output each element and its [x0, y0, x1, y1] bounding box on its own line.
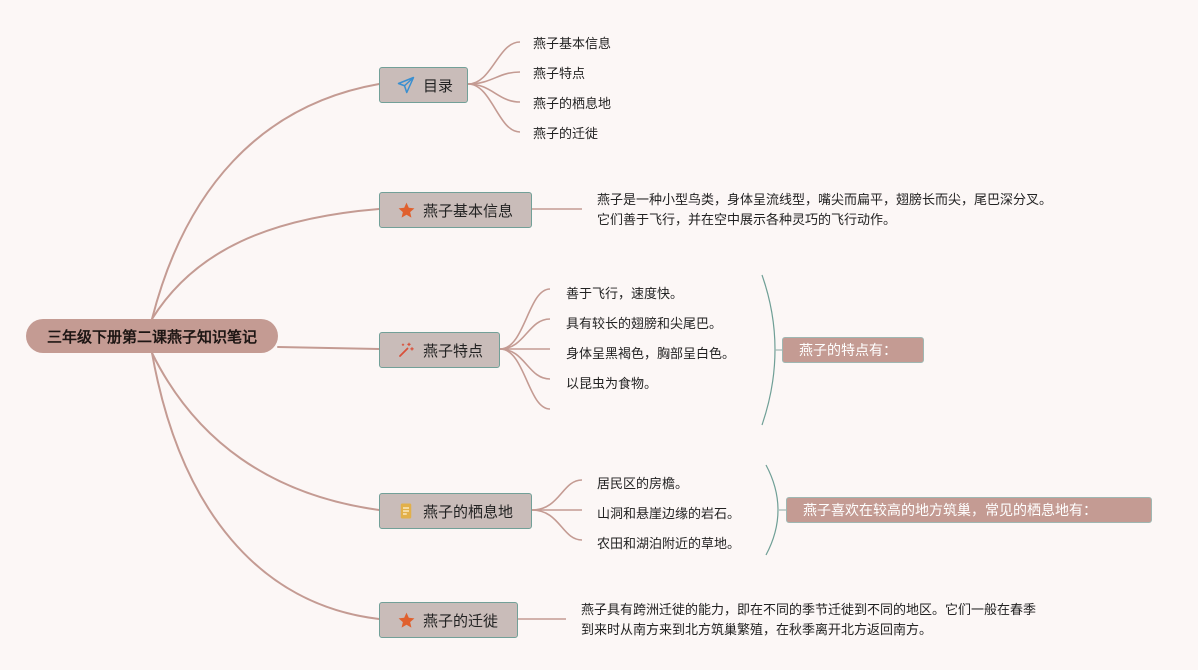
link-hab-1 [531, 479, 583, 511]
link-root-features [277, 346, 380, 350]
link-root-habitat [151, 352, 380, 511]
toc-item-basic[interactable]: 燕子基本信息 [533, 37, 612, 52]
feature-item-wings[interactable]: 具有较长的翅膀和尖尾巴。 [566, 317, 723, 332]
paper-plane-icon [396, 75, 416, 95]
feature-item-food[interactable]: 以昆虫为食物。 [566, 377, 658, 392]
feature-item-color[interactable]: 身体呈黑褐色，胸部呈白色。 [566, 347, 736, 362]
branch-features-label: 燕子特点 [423, 341, 484, 360]
habitat-item-grassland[interactable]: 农田和湖泊附近的草地。 [597, 537, 741, 552]
star-icon [396, 610, 416, 630]
features-bracket [761, 274, 776, 426]
branch-features[interactable]: 燕子特点 [379, 332, 500, 368]
document-icon [396, 501, 416, 521]
migration-line-2: 到来时从南方来到北方筑巢繁殖，在秋季离开北方返回南方。 [581, 623, 933, 638]
star-icon [396, 200, 416, 220]
link-feat-5 [499, 348, 551, 410]
branch-habitat[interactable]: 燕子的栖息地 [379, 493, 532, 529]
link-feat-4 [499, 348, 551, 380]
link-toc-1 [467, 41, 521, 85]
habitat-bracket [765, 464, 779, 556]
magic-wand-icon [396, 340, 416, 360]
habitat-summary-label: 燕子喜欢在较高的地方筑巢，常见的栖息地有： [803, 503, 1097, 519]
root-title: 三年级下册第二课燕子知识笔记 [46, 327, 257, 346]
habitat-summary[interactable]: 燕子喜欢在较高的地方筑巢，常见的栖息地有： [786, 497, 1152, 523]
link-feat-2 [499, 318, 551, 350]
branch-basic-info[interactable]: 燕子基本信息 [379, 192, 532, 228]
toc-item-habitat[interactable]: 燕子的栖息地 [533, 97, 612, 112]
features-summary[interactable]: 燕子的特点有： [782, 337, 924, 363]
migration-text[interactable]: 燕子具有跨洲迁徙的能力，即在不同的季节迁徙到不同的地区。它们一般在春季 到来时从… [581, 601, 1036, 641]
branch-migration[interactable]: 燕子的迁徙 [379, 602, 518, 638]
feature-item-flying[interactable]: 善于飞行，速度快。 [566, 287, 684, 302]
branch-basic-info-label: 燕子基本信息 [423, 201, 514, 220]
habitat-item-cliffs[interactable]: 山洞和悬崖边缘的岩石。 [597, 507, 741, 522]
link-feat-1 [499, 288, 551, 350]
link-hab-3 [531, 509, 583, 541]
link-root-toc [151, 83, 380, 320]
basic-info-text[interactable]: 燕子是一种小型鸟类，身体呈流线型，嘴尖而扁平，翅膀长而尖，尾巴深分叉。 它们善于… [597, 191, 1052, 231]
toc-item-features[interactable]: 燕子特点 [533, 67, 586, 82]
basic-info-line-2: 它们善于飞行，并在空中展示各种灵巧的飞行动作。 [597, 213, 897, 228]
habitat-item-eaves[interactable]: 居民区的房檐。 [597, 477, 689, 492]
toc-item-migration[interactable]: 燕子的迁徙 [533, 127, 599, 142]
branch-migration-label: 燕子的迁徙 [423, 611, 499, 630]
features-summary-label: 燕子的特点有： [799, 343, 897, 359]
link-root-migration [151, 352, 380, 620]
basic-info-line-1: 燕子是一种小型鸟类，身体呈流线型，嘴尖而扁平，翅膀长而尖，尾巴深分叉。 [597, 193, 1053, 208]
link-toc-4 [467, 83, 521, 133]
branch-toc[interactable]: 目录 [379, 67, 468, 103]
migration-line-1: 燕子具有跨洲迁徙的能力，即在不同的季节迁徙到不同的地区。它们一般在春季 [581, 603, 1037, 618]
branch-habitat-label: 燕子的栖息地 [423, 502, 514, 521]
link-root-basic [151, 208, 380, 320]
root-topic[interactable]: 三年级下册第二课燕子知识笔记 [26, 319, 278, 353]
branch-toc-label: 目录 [423, 76, 454, 95]
